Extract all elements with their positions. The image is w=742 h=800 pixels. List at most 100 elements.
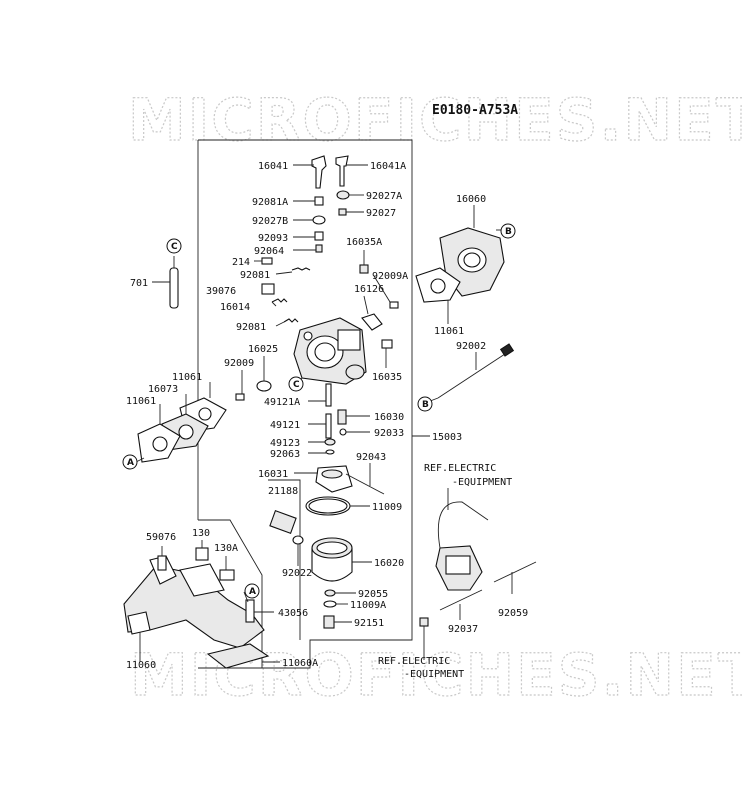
part-16031 xyxy=(315,465,353,493)
part-92002 xyxy=(437,343,515,399)
part-49123 xyxy=(324,438,336,446)
label-92009: 92009 xyxy=(224,358,254,369)
part-bolt-bottom xyxy=(419,617,429,627)
label-701: 701 xyxy=(130,278,148,289)
label-92027A: 92027A xyxy=(366,191,402,202)
assembly-frame xyxy=(197,139,413,669)
part-92063 xyxy=(325,449,335,455)
label-92059: 92059 xyxy=(498,608,528,619)
callout-A-bottom: A xyxy=(244,583,260,599)
part-92027 xyxy=(338,208,347,216)
label-11061-right: 11061 xyxy=(434,326,464,337)
label-43056: 43056 xyxy=(278,608,308,619)
label-49121A: 49121A xyxy=(264,397,300,408)
part-16035 xyxy=(381,339,393,349)
label-11061-top: 11061 xyxy=(172,372,202,383)
label-16035: 16035 xyxy=(372,372,402,383)
svg-text:A: A xyxy=(127,458,134,468)
label-11060A: 11060A xyxy=(282,658,318,669)
part-92043 xyxy=(345,473,385,495)
part-92009 xyxy=(235,393,245,401)
callout-C-mid: C xyxy=(288,376,304,392)
part-92151 xyxy=(323,615,335,629)
ignition-coil xyxy=(435,501,489,591)
label-92063: 92063 xyxy=(270,449,300,460)
label-92055: 92055 xyxy=(358,589,388,600)
label-92081-b: 92081 xyxy=(236,322,266,333)
label-16020: 16020 xyxy=(374,558,404,569)
label-11009: 11009 xyxy=(372,502,402,513)
label-11061-left: 11061 xyxy=(126,396,156,407)
label-92002: 92002 xyxy=(456,341,486,352)
part-43056 xyxy=(245,599,255,623)
part-92081-b xyxy=(283,318,299,323)
label-16041: 16041 xyxy=(258,161,288,172)
callout-B-bottom: B xyxy=(417,396,433,412)
part-130A xyxy=(219,569,235,581)
ref-electric-bottom-line2: -EQUIPMENT xyxy=(404,669,464,680)
diagram-code: E0180-A753A xyxy=(432,103,518,118)
callout-A-left: A xyxy=(122,454,138,470)
part-92081-a xyxy=(291,267,311,271)
svg-text:A: A xyxy=(249,587,256,597)
part-49121A xyxy=(325,383,332,407)
label-16126: 16126 xyxy=(354,284,384,295)
part-16020 xyxy=(311,537,353,582)
watermark-top: MICROFICHES.NET xyxy=(128,86,742,154)
label-16031: 16031 xyxy=(258,469,288,480)
label-130: 130 xyxy=(192,528,210,539)
part-21188 xyxy=(269,510,297,534)
label-16030: 16030 xyxy=(374,412,404,423)
label-15003: 15003 xyxy=(432,432,462,443)
callout-C-top: C xyxy=(166,238,182,254)
part-11060 xyxy=(123,555,265,649)
label-21188: 21188 xyxy=(268,486,298,497)
part-16030 xyxy=(337,409,347,425)
label-130A: 130A xyxy=(214,543,238,554)
label-92064: 92064 xyxy=(254,246,284,257)
svg-text:C: C xyxy=(171,242,178,252)
part-11060A xyxy=(206,643,270,669)
part-92037 xyxy=(439,589,483,611)
label-49123: 49123 xyxy=(270,438,300,449)
part-49121 xyxy=(325,413,332,439)
part-16035A xyxy=(359,264,369,274)
label-92081-a: 92081 xyxy=(240,270,270,281)
label-16041A: 16041A xyxy=(370,161,406,172)
leader-lines xyxy=(135,164,513,663)
label-92151: 92151 xyxy=(354,618,384,629)
ref-electric-bottom-line1: REF.ELECTRIC xyxy=(378,656,450,667)
label-92033: 92033 xyxy=(374,428,404,439)
label-92027B: 92027B xyxy=(252,216,288,227)
part-92033 xyxy=(339,428,347,436)
part-92022 xyxy=(292,535,304,545)
part-16025 xyxy=(256,380,272,392)
ref-electric-top-line1: REF.ELECTRIC xyxy=(424,463,496,474)
part-130 xyxy=(195,547,209,561)
part-92081A xyxy=(314,196,324,206)
part-16041 xyxy=(311,155,327,189)
label-92043: 92043 xyxy=(356,452,386,463)
callout-B-top: B xyxy=(500,223,516,239)
label-16035A: 16035A xyxy=(346,237,382,248)
part-11061-b xyxy=(137,423,181,463)
label-49121: 49121 xyxy=(270,420,300,431)
svg-text:C: C xyxy=(293,380,300,390)
svg-text:B: B xyxy=(505,227,512,237)
part-16014 xyxy=(271,298,288,303)
label-92081A: 92081A xyxy=(252,197,288,208)
label-39076: 39076 xyxy=(206,286,236,297)
label-92037: 92037 xyxy=(448,624,478,635)
part-11009A xyxy=(323,600,337,608)
label-92027: 92027 xyxy=(366,208,396,219)
part-701 xyxy=(169,267,179,309)
label-16060: 16060 xyxy=(456,194,486,205)
part-59076 xyxy=(157,555,167,571)
part-16041A xyxy=(335,155,349,187)
part-39076 xyxy=(261,283,275,295)
label-11060: 11060 xyxy=(126,660,156,671)
part-214 xyxy=(261,257,273,265)
label-214: 214 xyxy=(232,257,250,268)
part-11061-right xyxy=(415,267,461,303)
